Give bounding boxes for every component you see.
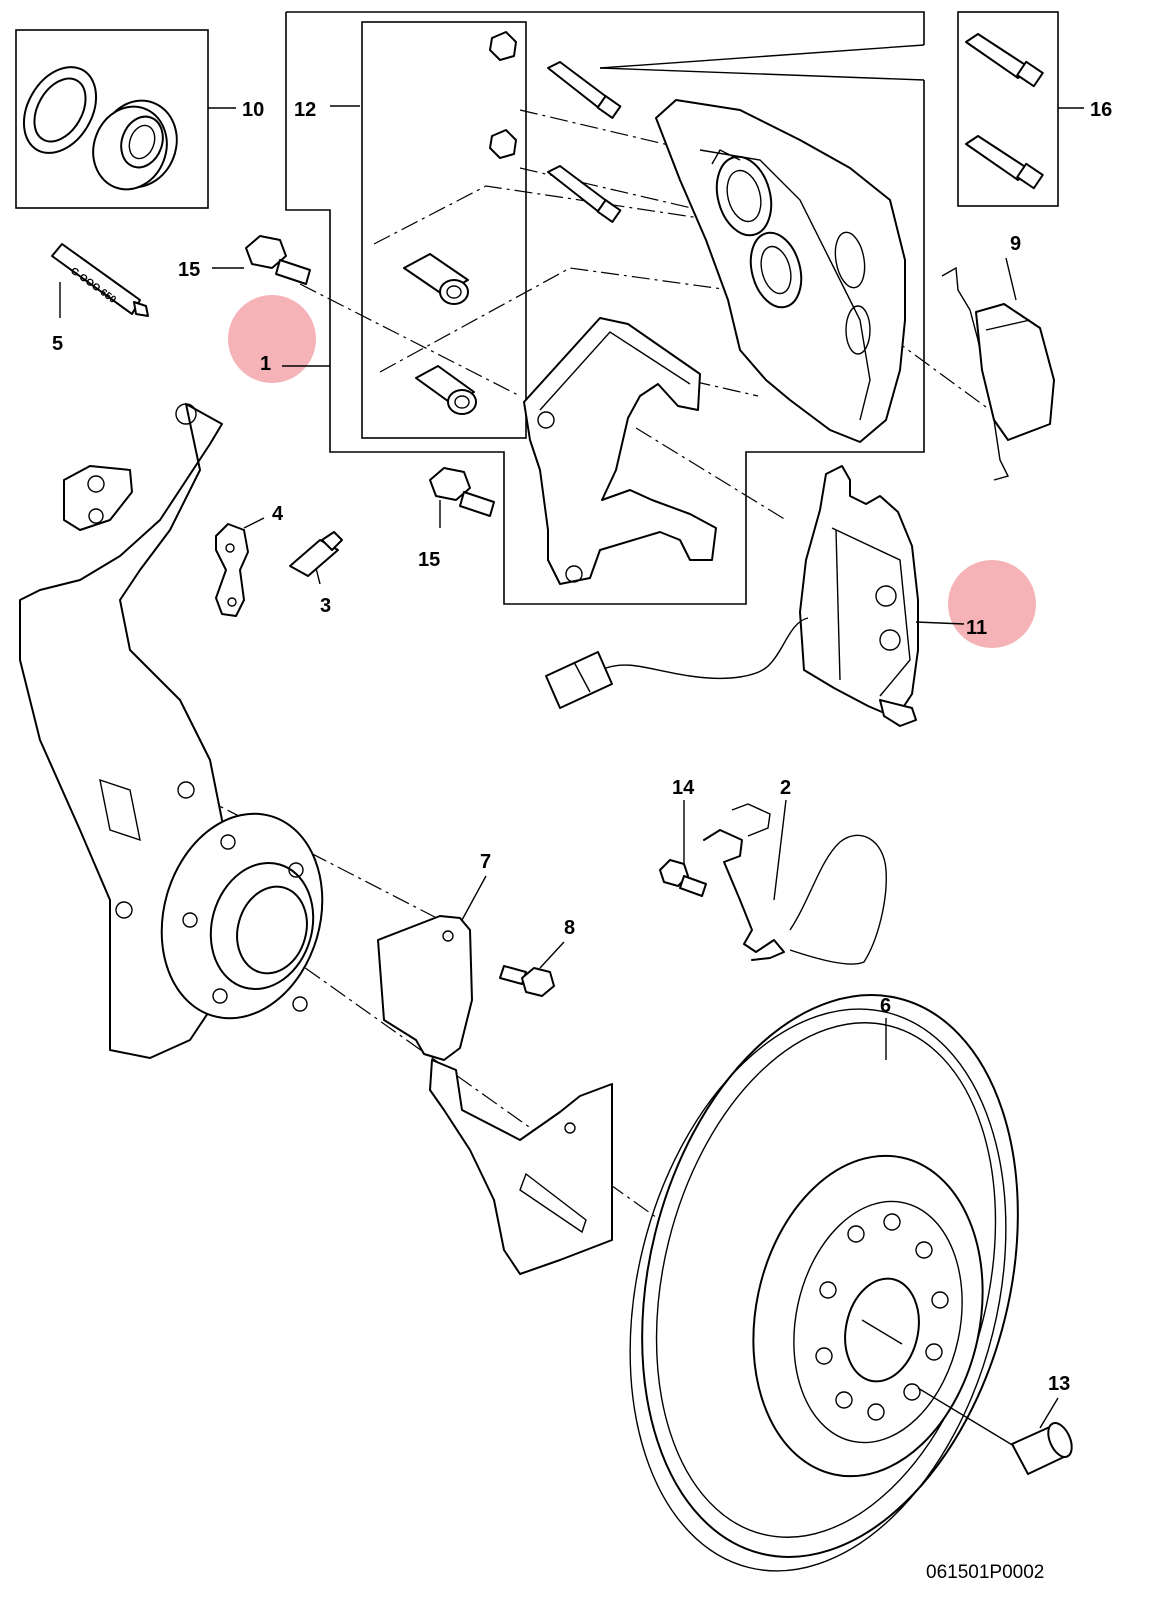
wear-indicator-cable	[545, 617, 809, 709]
guide-pins	[547, 61, 622, 223]
brake-splash-shield	[377, 915, 613, 1275]
brake-disc	[629, 994, 1019, 1572]
callout-labels: 1 2 3 4 5 6 7 8 9 10 11 12 13 14 15 15 1…	[52, 99, 1112, 1395]
callout-15-lower: 15	[418, 549, 440, 571]
callout-15-upper: 15	[178, 259, 200, 281]
shield-bolt	[499, 965, 555, 997]
callout-13: 13	[1048, 1373, 1070, 1395]
callout-16: 16	[1090, 99, 1112, 121]
guide-bushing-set	[403, 31, 517, 415]
carrier-bolt-upper	[245, 235, 311, 285]
callout-5: 5	[52, 333, 63, 355]
callout-7: 7	[480, 851, 491, 873]
drawing-code: 061501P0002	[926, 1562, 1044, 1583]
carrier-bolt-lower	[429, 467, 495, 517]
callout-14: 14	[672, 777, 695, 799]
wheel-bearing-kit	[22, 66, 178, 191]
pad-retaining-spring	[941, 266, 1055, 481]
wheel-hub	[160, 812, 324, 1020]
sensor-bracket-bolt	[659, 859, 707, 897]
sensor-bracket	[703, 803, 887, 965]
callout-11: 11	[966, 617, 987, 639]
callout-9: 9	[1010, 233, 1021, 255]
callout-6: 6	[880, 995, 891, 1017]
callout-12: 12	[294, 99, 316, 121]
bleed-valve-cap	[215, 523, 249, 617]
callout-2: 2	[780, 777, 791, 799]
bleed-valve-screw	[289, 531, 343, 577]
guide-pin-kit	[965, 33, 1044, 190]
kit-box-12-outline	[285, 11, 925, 605]
leader-lines	[59, 105, 1084, 1447]
kit-box-10	[15, 29, 209, 209]
callout-8: 8	[564, 917, 575, 939]
highlight-marker-1	[228, 295, 316, 383]
kit-box-16	[957, 11, 1059, 207]
grease-tube: G OOO 650	[51, 243, 149, 317]
callout-1: 1	[260, 353, 271, 375]
callout-10: 10	[242, 99, 264, 121]
callout-4: 4	[272, 503, 284, 525]
highlight-marker-11	[948, 560, 1036, 648]
callout-3: 3	[320, 595, 331, 617]
brake-caliper-housing	[655, 99, 906, 443]
caliper-carrier-bracket	[523, 317, 717, 585]
brake-pad-set	[799, 465, 919, 727]
disc-retaining-screw	[1011, 1422, 1073, 1475]
